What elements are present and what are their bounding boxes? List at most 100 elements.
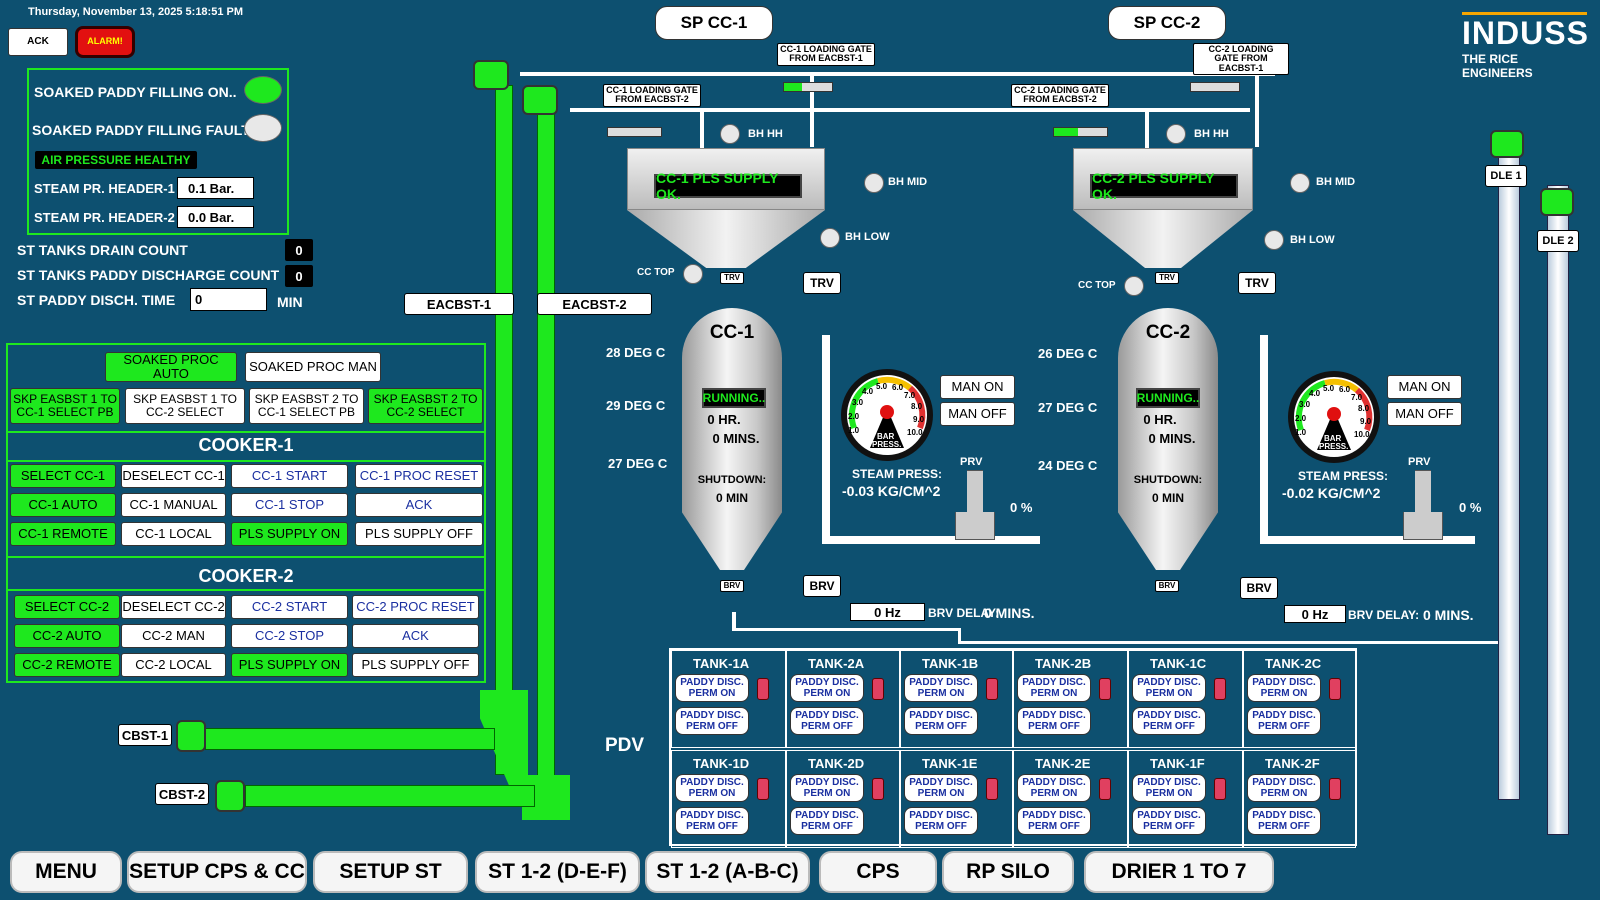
nav-button[interactable]: CPS	[819, 851, 937, 893]
paddy-disc-perm-on-button[interactable]: PADDY DISC. PERM ON	[1132, 674, 1206, 702]
paddy-disc-perm-on-button[interactable]: PADDY DISC. PERM ON	[904, 674, 978, 702]
paddy-disc-perm-off-button[interactable]: PADDY DISC. PERM OFF	[1132, 807, 1206, 835]
paddy-disc-perm-off-button[interactable]: PADDY DISC. PERM OFF	[675, 707, 749, 735]
cooker1-control-button[interactable]: CC-1 PROC RESET	[355, 464, 483, 488]
paddy-disc-perm-off-button[interactable]: PADDY DISC. PERM OFF	[1247, 707, 1321, 735]
cooker2-control-button[interactable]: CC-2 AUTO	[14, 624, 120, 648]
nav-button[interactable]: MENU	[10, 851, 122, 893]
disch-time-input[interactable]: 0	[190, 288, 267, 311]
cc2-steam-label: STEAM PRESS:	[1298, 469, 1389, 483]
paddy-disc-perm-off-button[interactable]: PADDY DISC. PERM OFF	[790, 807, 864, 835]
cc2-steam-pipe	[1260, 335, 1268, 540]
cc2-man-off-button[interactable]: MAN OFF	[1387, 402, 1462, 426]
cooker2-control-button[interactable]: CC-2 STOP	[231, 624, 348, 648]
nav-button[interactable]: SETUP ST	[313, 851, 468, 893]
paddy-disc-perm-off-button[interactable]: PADDY DISC. PERM OFF	[904, 807, 978, 835]
paddy-disc-perm-on-button[interactable]: PADDY DISC. PERM ON	[675, 674, 749, 702]
nav-button[interactable]: RP SILO	[942, 851, 1074, 893]
cc1-hr: 0 HR.	[707, 412, 741, 427]
nav-button[interactable]: SETUP CPS & CC	[127, 851, 307, 893]
pdv-valve-icon[interactable]	[1329, 678, 1341, 700]
cooker1-control-button[interactable]: PLS SUPPLY ON	[231, 522, 348, 546]
cc1-cc-top: CC TOP	[637, 267, 675, 278]
nav-button[interactable]: DRIER 1 TO 7	[1084, 851, 1274, 893]
cooker2-control-button[interactable]: SELECT CC-2	[14, 595, 120, 619]
paddy-disc-perm-off-button[interactable]: PADDY DISC. PERM OFF	[904, 707, 978, 735]
nav-button[interactable]: ST 1-2 (D-E-F)	[475, 851, 640, 893]
cooker2-control-button[interactable]: ACK	[352, 624, 479, 648]
cooker2-control-button[interactable]: DESELECT CC-2	[121, 595, 226, 619]
cc2-man-on-button[interactable]: MAN ON	[1387, 375, 1462, 399]
paddy-disc-perm-on-button[interactable]: PADDY DISC. PERM ON	[790, 774, 864, 802]
pdv-valve-icon[interactable]	[872, 778, 884, 800]
tank-title: TANK-1E	[922, 756, 978, 771]
cooker1-control-button[interactable]: ACK	[355, 493, 483, 517]
cooker2-control-button[interactable]: CC-2 MAN	[121, 624, 226, 648]
soaked-man-button[interactable]: SOAKED PROC MAN	[245, 352, 381, 382]
cooker1-control-button[interactable]: PLS SUPPLY OFF	[355, 522, 483, 546]
cc2-pls-status: CC-2 PLS SUPPLY OK.	[1090, 170, 1238, 202]
sp-cc2-button[interactable]: SP CC-2	[1108, 6, 1226, 40]
cooker1-control-button[interactable]: SELECT CC-1	[10, 464, 116, 488]
skp3-button[interactable]: SKP EASBST 2 TO CC-1 SELECT PB	[249, 388, 364, 424]
discharge-count-label: ST TANKS PADDY DISCHARGE COUNT	[17, 267, 280, 283]
alarm-button[interactable]: ALARM!	[75, 26, 135, 58]
cc1-brv-delay-label: BRV DELAY:	[928, 606, 1000, 620]
cooker2-control-button[interactable]: CC-2 REMOTE	[14, 653, 120, 677]
paddy-disc-perm-off-button[interactable]: PADDY DISC. PERM OFF	[1017, 707, 1091, 735]
sp-cc1-button[interactable]: SP CC-1	[655, 6, 773, 40]
pdv-valve-icon[interactable]	[872, 678, 884, 700]
skp2-button[interactable]: SKP EASBST 1 TO CC-2 SELECT	[125, 388, 245, 424]
pdv-valve-icon[interactable]	[986, 778, 998, 800]
skp1-button[interactable]: SKP EASBST 1 TO CC-1 SELECT PB	[10, 388, 120, 424]
paddy-disc-perm-on-button[interactable]: PADDY DISC. PERM ON	[904, 774, 978, 802]
pdv-valve-icon[interactable]	[757, 678, 769, 700]
cooker1-control-button[interactable]: DESELECT CC-1	[121, 464, 226, 488]
cooker1-control-button[interactable]: CC-1 MANUAL	[121, 493, 226, 517]
paddy-disc-perm-on-button[interactable]: PADDY DISC. PERM ON	[790, 674, 864, 702]
ack-button[interactable]: ACK	[8, 28, 68, 56]
cc1-man-off-button[interactable]: MAN OFF	[940, 402, 1015, 426]
pdv-valve-icon[interactable]	[986, 678, 998, 700]
pdv-valve-icon[interactable]	[1214, 678, 1226, 700]
paddy-disc-perm-off-button[interactable]: PADDY DISC. PERM OFF	[675, 807, 749, 835]
cc2-name: CC-2	[1145, 322, 1191, 343]
pdv-valve-icon[interactable]	[1329, 778, 1341, 800]
cc2-hr: 0 HR.	[1143, 412, 1177, 427]
cooker1-control-button[interactable]: CC-1 START	[231, 464, 348, 488]
cooker1-control-button[interactable]: CC-1 REMOTE	[10, 522, 116, 546]
cooker2-control-button[interactable]: CC-2 LOCAL	[121, 653, 226, 677]
cooker2-control-button[interactable]: CC-2 START	[231, 595, 348, 619]
tank-cell	[1243, 650, 1356, 748]
gauge-label: PRESS.	[1319, 442, 1349, 451]
paddy-disc-perm-off-button[interactable]: PADDY DISC. PERM OFF	[1247, 807, 1321, 835]
cooker1-control-button[interactable]: CC-1 AUTO	[10, 493, 116, 517]
pdv-valve-icon[interactable]	[1099, 678, 1111, 700]
cc1-brv-small: BRV	[720, 580, 744, 593]
cooker2-control-button[interactable]: PLS SUPPLY OFF	[352, 653, 479, 677]
paddy-disc-perm-on-button[interactable]: PADDY DISC. PERM ON	[1017, 674, 1091, 702]
gauge-tick: 1.0	[1295, 428, 1307, 437]
cooker1-control-button[interactable]: CC-1 LOCAL	[121, 522, 226, 546]
pdv-valve-icon[interactable]	[1214, 778, 1226, 800]
cc1-shutdown: SHUTDOWN:	[697, 474, 767, 486]
cc1-man-on-button[interactable]: MAN ON	[940, 375, 1015, 399]
pdv-valve-icon[interactable]	[1099, 778, 1111, 800]
skp4-button[interactable]: SKP EASBST 2 TO CC-2 SELECT	[368, 388, 483, 424]
paddy-disc-perm-on-button[interactable]: PADDY DISC. PERM ON	[1132, 774, 1206, 802]
paddy-disc-perm-on-button[interactable]: PADDY DISC. PERM ON	[1247, 674, 1321, 702]
paddy-disc-perm-off-button[interactable]: PADDY DISC. PERM OFF	[1132, 707, 1206, 735]
paddy-disc-perm-on-button[interactable]: PADDY DISC. PERM ON	[1017, 774, 1091, 802]
cooker2-control-button[interactable]: PLS SUPPLY ON	[231, 653, 348, 677]
gauge-tick: 8.0	[911, 402, 923, 411]
nav-button[interactable]: ST 1-2 (A-B-C)	[645, 851, 810, 893]
soaked-auto-button[interactable]: SOAKED PROC AUTO	[105, 352, 237, 382]
pdv-valve-icon[interactable]	[757, 778, 769, 800]
cooker1-control-button[interactable]: CC-1 STOP	[231, 493, 348, 517]
cc1-steam-pipe	[822, 536, 1040, 544]
paddy-disc-perm-off-button[interactable]: PADDY DISC. PERM OFF	[790, 707, 864, 735]
cooker2-control-button[interactable]: CC-2 PROC RESET	[352, 595, 479, 619]
paddy-disc-perm-on-button[interactable]: PADDY DISC. PERM ON	[1247, 774, 1321, 802]
paddy-disc-perm-off-button[interactable]: PADDY DISC. PERM OFF	[1017, 807, 1091, 835]
paddy-disc-perm-on-button[interactable]: PADDY DISC. PERM ON	[675, 774, 749, 802]
